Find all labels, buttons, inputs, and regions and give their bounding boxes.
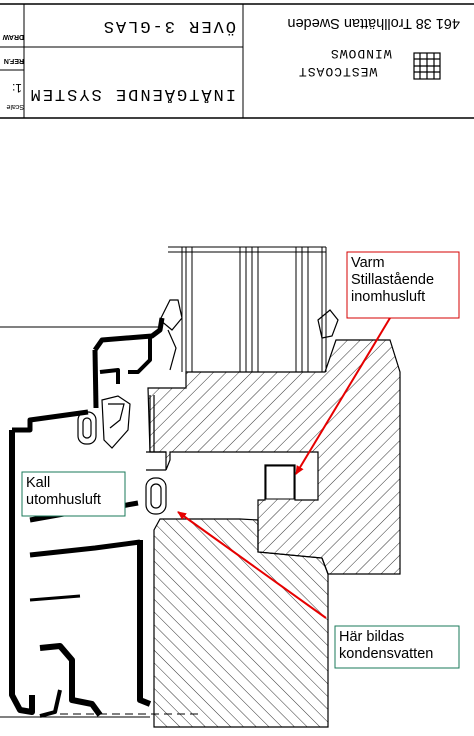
condensation-line-1: Här bildas xyxy=(339,629,405,645)
frame-section xyxy=(153,518,329,728)
warm-air-line-2: Stillastående xyxy=(351,272,435,288)
warm-air-box xyxy=(346,251,460,319)
condensation-box xyxy=(334,625,460,669)
field-scale-label: Scale xyxy=(6,103,24,110)
condensation-line-2: kondensvatten xyxy=(339,646,434,662)
warm-air-line-3: inomhusluft xyxy=(351,289,426,305)
outer-frame-profile xyxy=(0,317,165,718)
company-name-line2: WINDOWS xyxy=(330,46,392,61)
company-name-line1: WESTCOAST xyxy=(298,64,378,79)
cold-air-box xyxy=(21,471,126,517)
annotation-arrows xyxy=(177,317,391,619)
warm-air-line-1: Varm xyxy=(351,255,385,271)
warm-air-label: Varm Stillastående inomhusluft xyxy=(348,254,437,307)
condensation-label: Här bildas kondensvatten xyxy=(336,628,436,664)
field-drawn-label: DRAW xyxy=(2,33,24,40)
sash-section xyxy=(147,339,401,575)
title-block xyxy=(0,3,474,119)
field-scale-value: 1: xyxy=(11,81,22,95)
window-logo-icon xyxy=(413,52,441,80)
triple-glazing xyxy=(168,246,327,372)
company-address: 461 38 Trollhättan Sweden xyxy=(287,15,460,31)
field-ref-label: REF.N xyxy=(3,57,24,64)
drawing-title: ÖVER 3-GLAS xyxy=(101,16,236,35)
cold-air-label: Kall utomhusluft xyxy=(23,474,104,510)
sash-groove xyxy=(265,465,295,500)
cold-air-line-2: utomhusluft xyxy=(26,492,101,508)
system-name: INÅTGÅENDE SYSTEM xyxy=(28,84,236,103)
cold-air-line-1: Kall xyxy=(26,475,51,491)
